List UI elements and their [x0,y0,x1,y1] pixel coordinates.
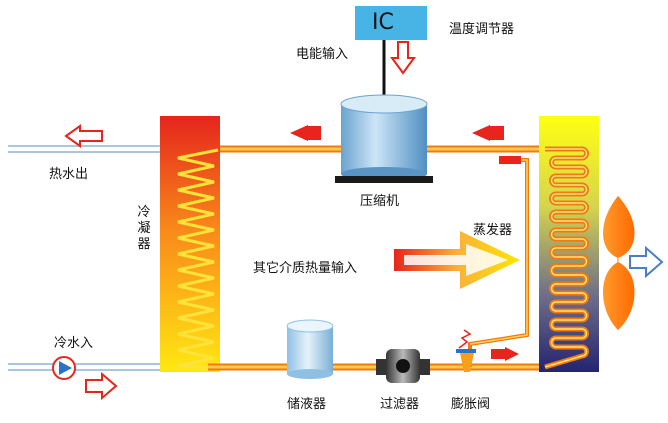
receiver-label: 储液器 [287,397,327,412]
hot-water-out-arrow-icon [64,124,103,148]
cold-water-inlet-pipe [8,363,160,371]
sensor-bulb [499,156,521,164]
hot-water-out-label: 热水出 [49,167,89,182]
filter-label: 过滤器 [380,397,420,412]
fan-airflow-arrow-icon [629,245,664,279]
filter-component [376,349,430,383]
ic-chip-label: IC [372,10,394,35]
flow-arrow-compressor-out-icon [290,125,308,141]
evaporator-label: 蒸发器 [473,223,513,238]
power-input-arrow-icon [390,41,416,75]
cold-water-in-label: 冷水入 [54,336,94,351]
evaporator-block [539,116,599,372]
compressor-label: 压缩机 [360,194,400,209]
cold-water-in-arrow-icon [85,371,118,401]
power-input-label: 电能输入 [296,47,349,62]
thermostat-label: 温度调节器 [449,22,515,37]
expansion-valve-label: 膨胀阀 [451,397,491,412]
compressor [335,94,433,183]
water-pump-icon [52,356,76,380]
flow-arrow-evaporator-out-icon [472,125,490,141]
receiver-tank [286,319,334,379]
condenser-coil [177,148,219,370]
fan-icon [603,196,635,330]
condenser-label: 冷凝器 [137,205,151,252]
hot-water-outlet-pipe [8,145,160,153]
other-heat-input-label: 其它介质热量输入 [253,261,358,276]
expansion-valve [456,329,476,372]
ic-thermostat-box [355,6,427,40]
flow-arrow-valve-out-icon [505,347,519,361]
